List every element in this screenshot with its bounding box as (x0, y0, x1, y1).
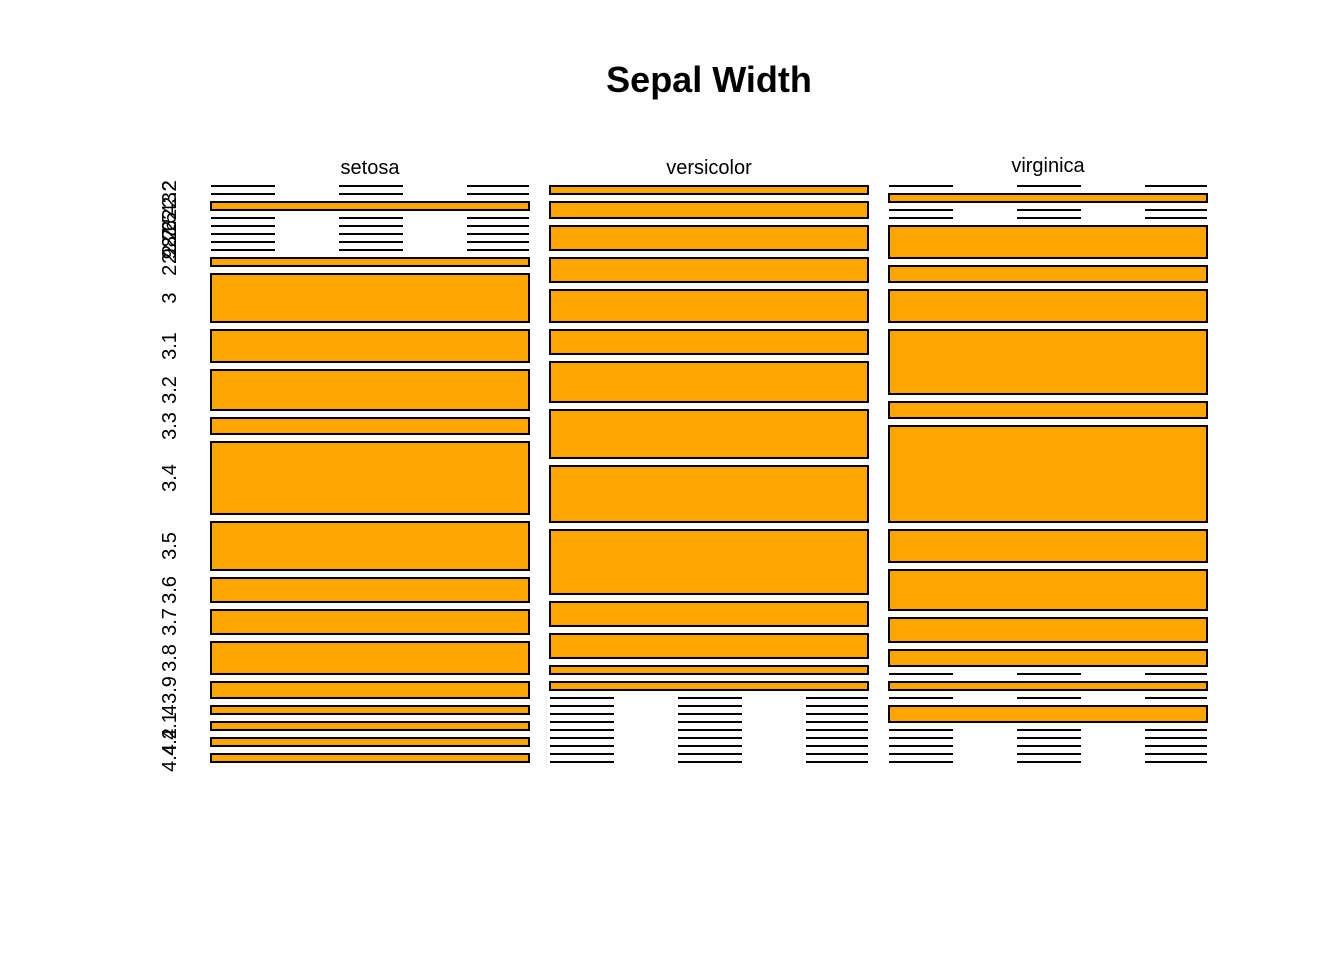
row-label-2: 2 (159, 180, 181, 191)
tile-versicolor-2.8 (549, 409, 869, 459)
row-label-2.7: 2.7 (159, 228, 181, 256)
tile-virginica-3.2 (888, 569, 1208, 611)
tile-setosa-2.9 (210, 257, 530, 267)
tile-versicolor-2.2 (549, 201, 869, 219)
column-label-virginica: virginica (1011, 155, 1085, 177)
column-label-setosa: setosa (341, 157, 401, 179)
row-label-3.3: 3.3 (159, 412, 181, 440)
tile-virginica-2.7 (888, 289, 1208, 323)
row-label-3.5: 3.5 (159, 532, 181, 560)
tile-virginica-3.8 (888, 705, 1208, 723)
tile-setosa-3 (210, 273, 530, 323)
column-label-versicolor: versicolor (666, 157, 752, 179)
row-labels: 22.22.32.42.52.62.72.82.9 3 3.1 3.2 3.3 3.4 3.… (159, 180, 181, 772)
row-label-3.9: 3.9 (159, 676, 181, 704)
tile-setosa-3.5 (210, 521, 530, 571)
row-label-3: 3 (159, 292, 181, 303)
tile-virginica-2.5 (888, 225, 1208, 259)
tile-versicolor-2.6 (549, 329, 869, 355)
row-label-3.8: 3.8 (159, 644, 181, 672)
chart-title: Sepal Width (606, 59, 812, 100)
tile-setosa-3.8 (210, 641, 530, 675)
row-label-4.1: 4.1 (159, 712, 181, 740)
row-label-3.1: 3.1 (159, 332, 181, 360)
row-label-3.6: 3.6 (159, 576, 181, 604)
tile-setosa-3.7 (210, 609, 530, 635)
row-label-3.7: 3.7 (159, 608, 181, 636)
row-label-3.4: 3.4 (159, 464, 181, 492)
tile-setosa-4.4 (210, 753, 530, 763)
tile-versicolor-2.9 (549, 465, 869, 523)
tile-versicolor-3 (549, 529, 869, 595)
tile-setosa-3.9 (210, 681, 530, 699)
tile-virginica-3.1 (888, 529, 1208, 563)
tile-setosa-4 (210, 705, 530, 715)
row-label-2.4: 2.4 (159, 204, 181, 232)
row-label-2.9: 2.9 (159, 248, 181, 276)
row-label-4.4: 4.4 (159, 744, 181, 772)
tile-setosa-2.3 (210, 201, 530, 211)
tile-setosa-4.1 (210, 721, 530, 731)
tile-setosa-3.1 (210, 329, 530, 363)
tile-virginica-2.9 (888, 401, 1208, 419)
tile-setosa-4.2 (210, 737, 530, 747)
tile-versicolor-2.5 (549, 289, 869, 323)
tile-virginica-2.2 (888, 193, 1208, 203)
row-label-2.8: 2.8 (159, 236, 181, 264)
tile-versicolor-2.7 (549, 361, 869, 403)
tile-setosa-3.3 (210, 417, 530, 435)
tile-versicolor-3.4 (549, 681, 869, 691)
row-label-2.5: 2.5 (159, 212, 181, 240)
tile-versicolor-2.4 (549, 257, 869, 283)
tile-versicolor-3.3 (549, 665, 869, 675)
row-label-2.6: 2.6 (159, 220, 181, 248)
tile-virginica-3 (888, 425, 1208, 523)
tile-setosa-3.2 (210, 369, 530, 411)
tile-virginica-3.4 (888, 649, 1208, 667)
row-label-4: 4 (159, 704, 181, 715)
tile-virginica-3.6 (888, 681, 1208, 691)
row-label-3.2: 3.2 (159, 376, 181, 404)
tile-versicolor-3.1 (549, 601, 869, 627)
row-label-2.2: 2.2 (159, 180, 181, 208)
tile-virginica-3.3 (888, 617, 1208, 643)
tile-versicolor-2.3 (549, 225, 869, 251)
column-labels: setosa versicolor virginica (341, 155, 1086, 179)
tile-setosa-3.6 (210, 577, 530, 603)
tile-versicolor-2 (549, 185, 869, 195)
tile-virginica-2.8 (888, 329, 1208, 395)
mosaic-tiles (210, 185, 1208, 763)
tile-virginica-2.6 (888, 265, 1208, 283)
row-label-2.3: 2.3 (159, 192, 181, 220)
row-label-4.2: 4.2 (159, 728, 181, 756)
tile-setosa-3.4 (210, 441, 530, 515)
tile-versicolor-3.2 (549, 633, 869, 659)
